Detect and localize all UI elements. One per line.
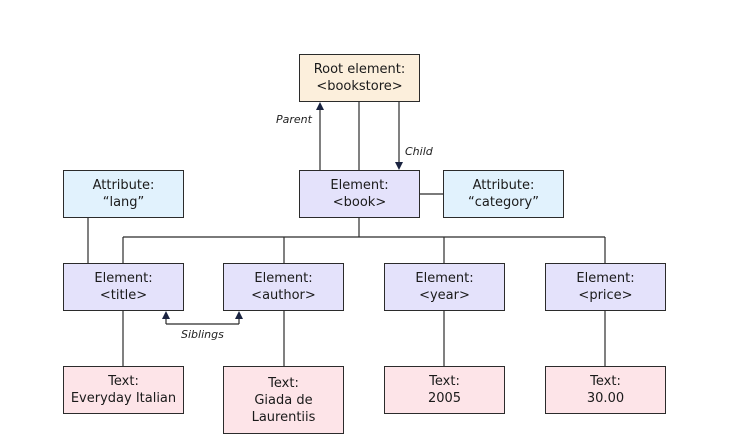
author-text-value-line2: Laurentiis — [251, 409, 316, 425]
title-element-tag: <title> — [99, 288, 148, 303]
attribute-category-node: Attribute: “category” — [443, 170, 564, 218]
author-element-node: Element: <author> — [223, 263, 344, 311]
year-element-tag: <year> — [419, 288, 470, 303]
price-text-label: Text: — [590, 374, 621, 389]
year-element-label: Element: — [415, 271, 474, 286]
parent-arrowhead — [316, 102, 324, 110]
price-element-label: Element: — [576, 271, 635, 286]
attribute-lang-node: Attribute: “lang” — [63, 170, 184, 218]
siblings-left-arrowhead — [162, 311, 170, 319]
siblings-label: Siblings — [181, 328, 224, 341]
attribute-lang-value: “lang” — [102, 195, 145, 210]
price-text-node: Text: 30.00 — [545, 366, 666, 414]
price-element-node: Element: <price> — [545, 263, 666, 311]
book-element-label: Element: — [330, 178, 389, 193]
root-element-label: Root element: — [313, 62, 406, 77]
author-text-value-line1: Giada de — [254, 392, 313, 408]
attribute-category-value: “category” — [468, 195, 539, 210]
author-text-node: Text: Giada de Laurentiis — [223, 366, 344, 434]
title-element-label: Element: — [94, 271, 153, 286]
attribute-lang-label: Attribute: — [92, 178, 155, 193]
siblings-right-arrowhead — [235, 311, 243, 319]
author-element-tag: <author> — [251, 288, 316, 303]
title-element-node: Element: <title> — [63, 263, 184, 311]
child-arrowhead — [395, 162, 403, 170]
title-text-node: Text: Everyday Italian — [63, 366, 184, 414]
author-text-label: Text: — [268, 375, 299, 391]
parent-label: Parent — [276, 113, 312, 126]
author-element-label: Element: — [254, 271, 313, 286]
year-text-value: 2005 — [427, 391, 462, 406]
year-text-label: Text: — [429, 374, 460, 389]
book-element-node: Element: <book> — [299, 170, 420, 218]
attribute-category-label: Attribute: — [472, 178, 535, 193]
year-element-node: Element: <year> — [384, 263, 505, 311]
book-element-tag: <book> — [332, 195, 387, 210]
year-text-node: Text: 2005 — [384, 366, 505, 414]
price-text-value: 30.00 — [586, 391, 625, 406]
title-text-value: Everyday Italian — [70, 391, 177, 406]
root-element-node: Root element: <bookstore> — [299, 54, 420, 102]
price-element-tag: <price> — [578, 288, 633, 303]
root-element-tag: <bookstore> — [316, 79, 403, 94]
title-text-label: Text: — [108, 374, 139, 389]
child-label: Child — [405, 145, 433, 158]
